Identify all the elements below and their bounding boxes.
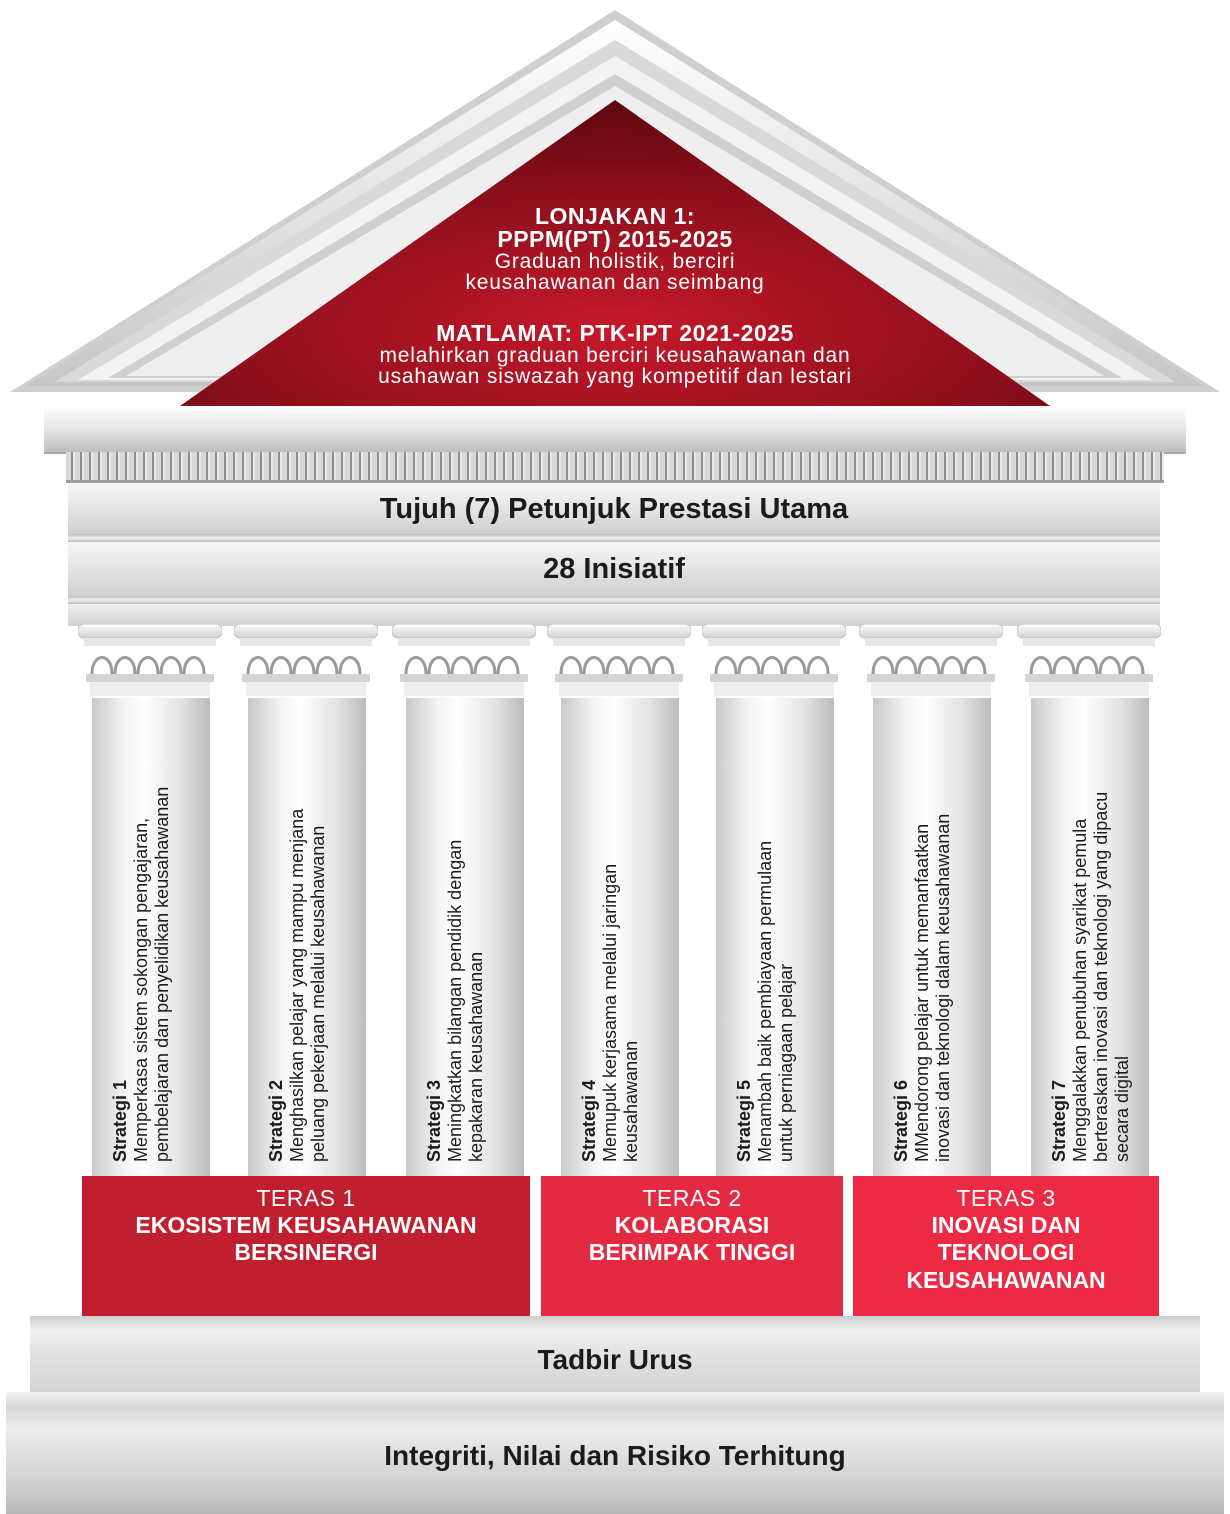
column-strategy-7 (1016, 623, 1162, 1182)
column-strategy-3 (391, 623, 537, 1182)
matlamat-desc-1: melahirkan graduan berciri keusahawanan … (379, 344, 851, 367)
column-shaft (1031, 698, 1149, 1182)
teras-1-name: EKOSISTEM KEUSAHAWANAN BERSINERGI (135, 1212, 477, 1266)
teras-2-label: TERAS 2 (642, 1185, 742, 1211)
cornice (44, 406, 1186, 454)
teras-2-box: TERAS 2 KOLABORASI BERIMPAK TINGGI (541, 1176, 843, 1316)
column-strategy-1 (77, 623, 223, 1182)
kpi-label: Tujuh (7) Petunjuk Prestasi Utama (379, 492, 849, 525)
strategy-description: Menghasilkan pelajar yang mampu menjana … (287, 808, 329, 1162)
column-shaft (92, 698, 210, 1182)
strategy-description: Memupuk kerjasama melalui jaringan keusa… (600, 863, 642, 1162)
teras-3-box: TERAS 3 INOVASI DAN TEKNOLOGI KEUSAHAWAN… (853, 1176, 1159, 1316)
column-capital (546, 623, 692, 696)
dentil-molding (66, 452, 1164, 483)
tadbir-label: Tadbir Urus (537, 1344, 693, 1375)
strategy-label: Strategi 3 (424, 1079, 444, 1162)
column-strategy-5 (701, 623, 847, 1182)
strategy-label: Strategi 4 (579, 1079, 599, 1162)
column-strategy-4 (546, 623, 692, 1182)
matlamat-block: MATLAMAT: PTK-IPT 2021-2025 melahirkan g… (290, 320, 940, 388)
initiatives-label: 28 Inisiatif (543, 552, 685, 585)
strategy-label: Strategi 6 (891, 1079, 911, 1162)
initiatives-band: 28 Inisiatif (68, 542, 1160, 596)
pppm-title: PPPM(PT) 2015-2025 (497, 226, 733, 252)
column-shaft (248, 698, 366, 1182)
strategy-label: Strategi 5 (734, 1079, 754, 1162)
pediment-roof (10, 10, 1220, 406)
lonjakan-desc-2: keusahawanan dan seimbang (465, 271, 765, 294)
strategy-label: Strategi 1 (110, 1079, 130, 1162)
strategy-description: Meningkatkan bilangan pendidik dengan ke… (445, 839, 487, 1162)
teras-1-box: TERAS 1 EKOSISTEM KEUSAHAWANAN BERSINERG… (82, 1176, 530, 1316)
column-capital (858, 623, 1004, 696)
column-capital (701, 623, 847, 696)
strategy-description: MMendorong pelajar untuk memanfaatkan in… (912, 813, 954, 1162)
strategy-description: Menggalakkan penubuhan syarikat pemula b… (1070, 791, 1133, 1162)
column-shaft (716, 698, 834, 1182)
architrave (68, 604, 1160, 626)
tadbir-step-edge (30, 1316, 1200, 1330)
column-capital (1016, 623, 1162, 696)
teras-1-label: TERAS 1 (256, 1185, 356, 1211)
strategy-description: Menambah baik pembiayaan permulaan untuk… (755, 840, 797, 1162)
band-divider-2 (68, 596, 1160, 604)
column-shaft (406, 698, 524, 1182)
lonjakan-desc-1: Graduan holistik, berciri (494, 250, 736, 273)
teras-3-label: TERAS 3 (956, 1185, 1056, 1211)
column-capital (391, 623, 537, 696)
column-shaft (873, 698, 991, 1182)
column-shaft (561, 698, 679, 1182)
integriti-label: Integriti, Nilai dan Risiko Terhitung (384, 1440, 846, 1471)
integriti-step (6, 1392, 1224, 1514)
teras-3-name: INOVASI DAN TEKNOLOGI KEUSAHAWANAN (906, 1212, 1106, 1293)
column-capital (77, 623, 223, 696)
kpi-band: Tujuh (7) Petunjuk Prestasi Utama (68, 484, 1160, 534)
lonjakan-title: LONJAKAN 1: (534, 203, 696, 229)
strategy-label: Strategi 7 (1049, 1079, 1069, 1162)
matlamat-desc-2: usahawan siswazah yang kompetitif dan le… (378, 365, 852, 388)
strategy-label: Strategi 2 (266, 1079, 286, 1162)
teras-2-name: KOLABORASI BERIMPAK TINGGI (588, 1212, 796, 1266)
matlamat-title: MATLAMAT: PTK-IPT 2021-2025 (436, 320, 794, 346)
column-strategy-2 (233, 623, 379, 1182)
pediment-heading: LONJAKAN 1: PPPM(PT) 2015-2025 Graduan h… (330, 203, 900, 294)
band-divider (68, 534, 1160, 542)
column-capital (233, 623, 379, 696)
strategy-description: Memperkasa sistem sokongan pengajaran, p… (131, 786, 173, 1162)
column-strategy-6 (858, 623, 1004, 1182)
